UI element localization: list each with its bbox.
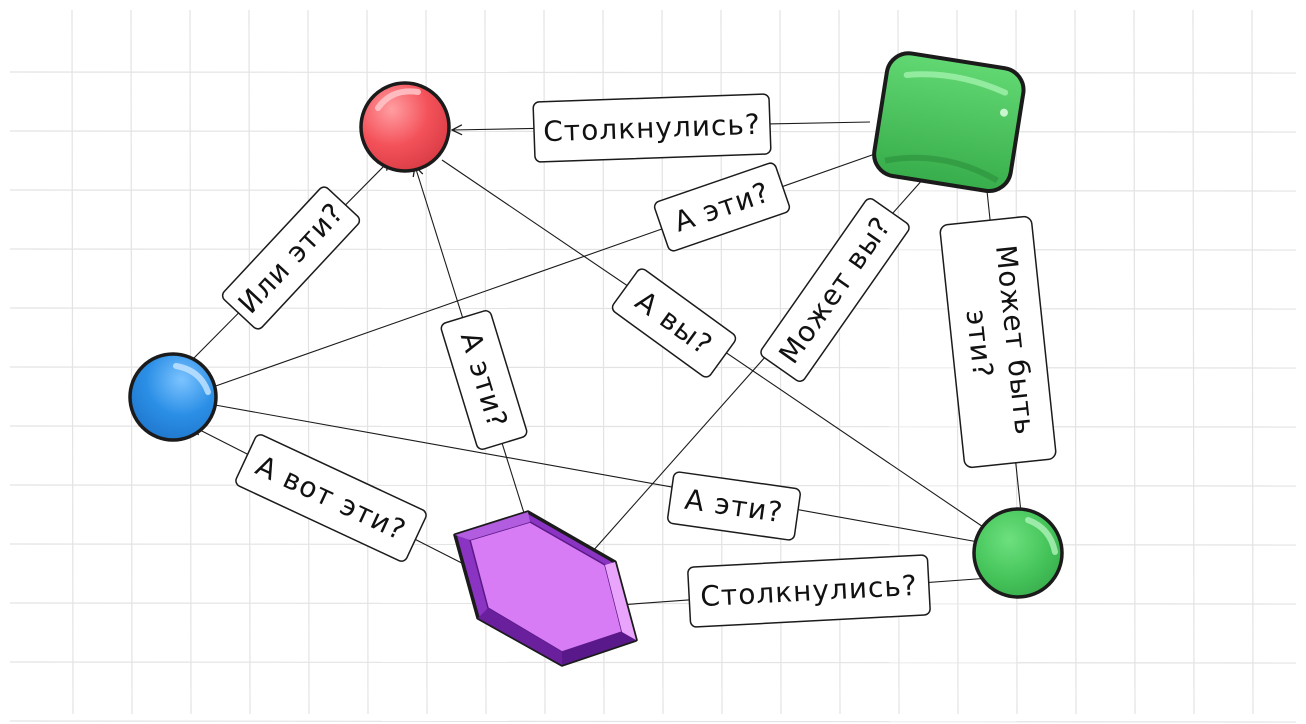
node-green-square bbox=[872, 51, 1026, 194]
edge-label-a-eti-blue-green-circle: А эти? bbox=[667, 471, 801, 541]
edge-label-mozhet-vy: Может вы? bbox=[760, 198, 910, 382]
nodes bbox=[128, 51, 1064, 667]
edge-text: Столкнулись? bbox=[543, 108, 762, 149]
grid-line bbox=[1074, 9, 1077, 715]
edge-label-a-vot-eti: А вот эти? bbox=[235, 434, 427, 562]
grid-line bbox=[9, 602, 1297, 605]
edge-label-a-vy: А вы? bbox=[611, 268, 737, 378]
node-red-circle bbox=[359, 81, 451, 173]
grid-line bbox=[9, 425, 1297, 428]
edge-text: Может вы? bbox=[772, 210, 897, 369]
grid-line bbox=[1251, 9, 1254, 715]
edge-label-ili-eti: Или эти? bbox=[221, 186, 361, 330]
edge-label-a-eti-purple-red: А эти? bbox=[440, 310, 528, 450]
grid-line bbox=[9, 366, 1297, 369]
grid-line bbox=[1133, 9, 1136, 715]
grid-line bbox=[307, 9, 310, 715]
grid-line bbox=[130, 9, 133, 715]
grid-line bbox=[9, 248, 1297, 251]
grid-line bbox=[248, 9, 251, 715]
grid-line bbox=[9, 484, 1297, 487]
edge-line-a-eti-blue-green-circle bbox=[214, 404, 995, 545]
edge-label-mozhet-byt-eti: Может бытьэти? bbox=[939, 215, 1057, 469]
grid-line bbox=[9, 661, 1297, 664]
grid-line bbox=[9, 720, 1297, 723]
edge-label-stolknulis-top: Столкнулись? bbox=[532, 93, 772, 163]
grid-line bbox=[9, 189, 1297, 192]
node-purple-gem bbox=[453, 510, 638, 667]
edge-label-stolknulis-bottom: Столкнулись? bbox=[687, 554, 931, 628]
grid-line bbox=[9, 71, 1297, 74]
grid-line bbox=[1192, 9, 1195, 715]
grid-line bbox=[71, 9, 74, 715]
node-blue-circle bbox=[128, 352, 218, 442]
grid-line bbox=[9, 543, 1297, 546]
node-green-circle bbox=[972, 507, 1064, 599]
edge-label-a-eti-blue-green: А эти? bbox=[653, 162, 791, 252]
